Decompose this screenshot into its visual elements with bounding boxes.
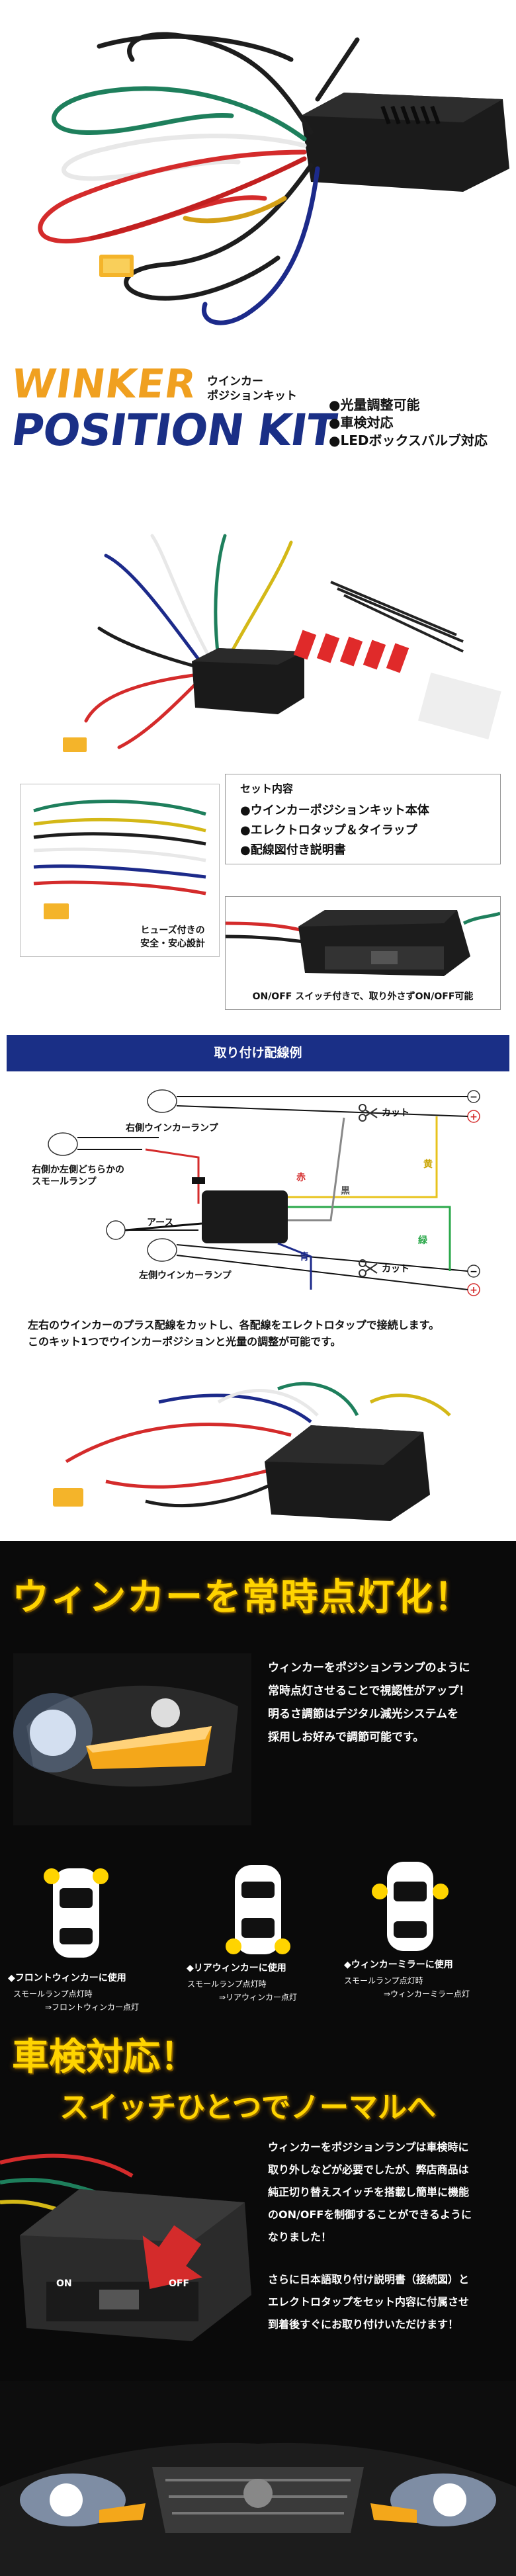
inspection-desc2: さらに日本語取り付け説明書（接続図）と エレクトロタップをセット内容に付属させ … [268, 2268, 469, 2336]
scissors-icon [359, 1259, 378, 1277]
car-front-sub-l2: ⇒フロントウィンカー点灯 [45, 2003, 140, 2012]
wiring-note-1: 左右のウインカーのプラス配線をカットし、各配線をエレクトロタップで接続します。 [28, 1319, 440, 1331]
fuse-caption-line2: 安全・安心設計 [140, 938, 205, 949]
fuse-caption: ヒューズ付きの 安全・安心設計 [133, 923, 212, 950]
always-on-desc-line4: 採用しお好みで調節可能です。 [268, 1731, 425, 1744]
car-rear-sub-l1: スモールランプ点灯時 [187, 1979, 267, 1989]
svg-text:+: + [470, 1112, 478, 1122]
car-front-caption: ◆フロントウィンカーに使用 [8, 1973, 126, 1983]
feature-1: ●光量調整可能 [329, 397, 420, 413]
label-black: 黒 [341, 1186, 350, 1196]
inspection-desc: ウィンカーをポジションランプは車検時に 取り外しなどが必要でしたが、弊店商品は … [268, 2136, 472, 2249]
car-mirror-sub-l2: ⇒ウィンカーミラー点灯 [384, 1989, 470, 1999]
wiring-harness-illustration [38, 32, 509, 325]
headline-inspection: 車検対応！ [12, 2036, 197, 2079]
always-on-desc: ウィンカーをポジションランプのように 常時点灯させることで視認性がアップ！ 明る… [268, 1657, 470, 1749]
inspection-desc-l4: のON/OFFを制御することができるように [268, 2208, 472, 2221]
svg-text:+: + [470, 1285, 478, 1296]
car-front-icon [44, 1868, 108, 1958]
feature-2: ●車検対応 [329, 415, 394, 431]
headlight-photo [13, 1653, 251, 1825]
fuse-panel: ヒューズ付きの 安全・安心設計 [20, 784, 220, 957]
inspection-desc2-l3: 到着後すぐにお取り付けいただけます！ [268, 2318, 459, 2331]
dark-promo-section: ウィンカーを常時点灯化！ ウィンカーをポジションランプのように 常時点灯させるこ… [0, 1541, 516, 2576]
headline-always-on: ウィンカーを常時点灯化！ [12, 1576, 472, 1619]
title-sub-line2: ポジションキット [207, 390, 297, 403]
label-cut-top: カット [382, 1108, 409, 1118]
title-position-kit: POSITION KIT [8, 405, 339, 456]
wiring-note-2: このキット1つでウインカーポジションと光量の調整が可能です。 [28, 1335, 341, 1348]
contents-item-2: ●エレクトロタップ＆タイラップ [240, 823, 417, 837]
contents-item-3: ●配線図付き説明書 [240, 843, 346, 857]
label-red: 赤 [296, 1173, 306, 1183]
feature-3: ●LEDボックスバルブ対応 [329, 433, 488, 448]
inspection-desc-l2: 取り外しなどが必要でしたが、弊店商品は [268, 2163, 469, 2176]
wiring-header: 取り付け配線例 [7, 1035, 509, 1071]
inspection-desc-l5: なりました！ [268, 2231, 332, 2243]
contents-heading: セット内容 [240, 782, 294, 795]
label-small-lamp-1: 右側か左側どちらかの [32, 1165, 124, 1175]
label-cut-bottom: カット [382, 1264, 409, 1274]
kit-photo [0, 470, 516, 761]
switch-on-label: ON [56, 2278, 72, 2289]
label-earth: アース [147, 1218, 174, 1228]
always-on-desc-line1: ウィンカーをポジションランプのように [268, 1661, 470, 1675]
title-block: WINKER ウインカー ポジションキット POSITION KIT ●光量調整… [0, 337, 516, 470]
kit-photo-2 [0, 1362, 516, 1534]
label-green: 緑 [418, 1235, 427, 1246]
label-right-winker: 右側ウインカーランプ [126, 1123, 218, 1134]
always-on-desc-line3: 明るさ調節はデジタル減光システムを [268, 1708, 459, 1721]
headline-switch: スイッチひとつでノーマルへ [60, 2091, 436, 2124]
car-mirror-caption: ◆ウィンカーミラーに使用 [344, 1960, 453, 1970]
inspection-desc2-l2: エレクトロタップをセット内容に付属させ [268, 2296, 470, 2308]
svg-text:−: − [470, 1267, 478, 1277]
contents-list-panel: セット内容 ●ウインカーポジションキット本体 ●エレクトロタップ＆タイラップ ●… [225, 774, 501, 864]
car-mirror-icon [372, 1862, 449, 1951]
svg-text:−: − [470, 1092, 478, 1102]
always-on-desc-line2: 常時点灯させることで視認性がアップ！ [268, 1684, 470, 1698]
label-left-winker: 左側ウインカーランプ [139, 1270, 232, 1281]
title-sub: ウインカー ポジションキット [207, 374, 297, 403]
kit-contents-illustration [63, 534, 501, 752]
switch-box-illustration [225, 910, 501, 976]
inspection-desc-l3: 純正切り替えスイッチを搭載し簡単に機能 [268, 2186, 470, 2198]
car-rear-caption: ◆リアウィンカーに使用 [187, 1963, 286, 1974]
contents-item-1: ●ウインカーポジションキット本体 [240, 804, 429, 817]
car-rear-sub-l2: ⇒リアウィンカー点灯 [219, 1993, 298, 2002]
switch-panel: ON/OFF スイッチ付きで、取り外さずON/OFF可能 [225, 896, 501, 1010]
car-front-sub: スモールランプ点灯時 ⇒フロントウィンカー点灯 [13, 1987, 139, 2014]
switch-caption: ON/OFF スイッチ付きで、取り外さずON/OFF可能 [252, 991, 474, 1002]
switch-box-photo [0, 2153, 251, 2341]
car-mirror-sub: スモールランプ点灯時 ⇒ウィンカーミラー点灯 [344, 1974, 470, 2001]
product-photo-hero [0, 0, 516, 337]
label-small-lamp-2: スモールランプ [32, 1177, 97, 1187]
inspection-desc2-l1: さらに日本語取り付け説明書（接続図）と [268, 2273, 470, 2286]
scissors-icon [359, 1104, 378, 1122]
wiring-diagram: − + − + 右側ウインカーランプ 右側か左側どちらかの スモールランプ アー… [0, 1071, 516, 1316]
car-mirror-sub-l1: スモールランプ点灯時 [344, 1976, 423, 1985]
kit-photo-2-illustration [53, 1382, 451, 1521]
switch-off-label: OFF [169, 2278, 190, 2289]
car-rear-icon [226, 1865, 290, 1954]
car-front-photo [0, 2381, 516, 2576]
label-blue: 青 [300, 1252, 309, 1263]
fuse-wires-illustration [33, 800, 206, 919]
car-rear-sub: スモールランプ点灯時 ⇒リアウィンカー点灯 [187, 1977, 297, 2004]
inspection-desc-l1: ウィンカーをポジションランプは車検時に [268, 2141, 469, 2153]
title-sub-line1: ウインカー [207, 375, 263, 388]
wiring-diagram-svg: − + − + [48, 1089, 480, 1296]
title-winker: WINKER [9, 361, 200, 407]
label-yellow: 黄 [423, 1159, 433, 1170]
car-front-sub-l1: スモールランプ点灯時 [13, 1989, 93, 1999]
fuse-caption-line1: ヒューズ付きの [140, 925, 205, 936]
